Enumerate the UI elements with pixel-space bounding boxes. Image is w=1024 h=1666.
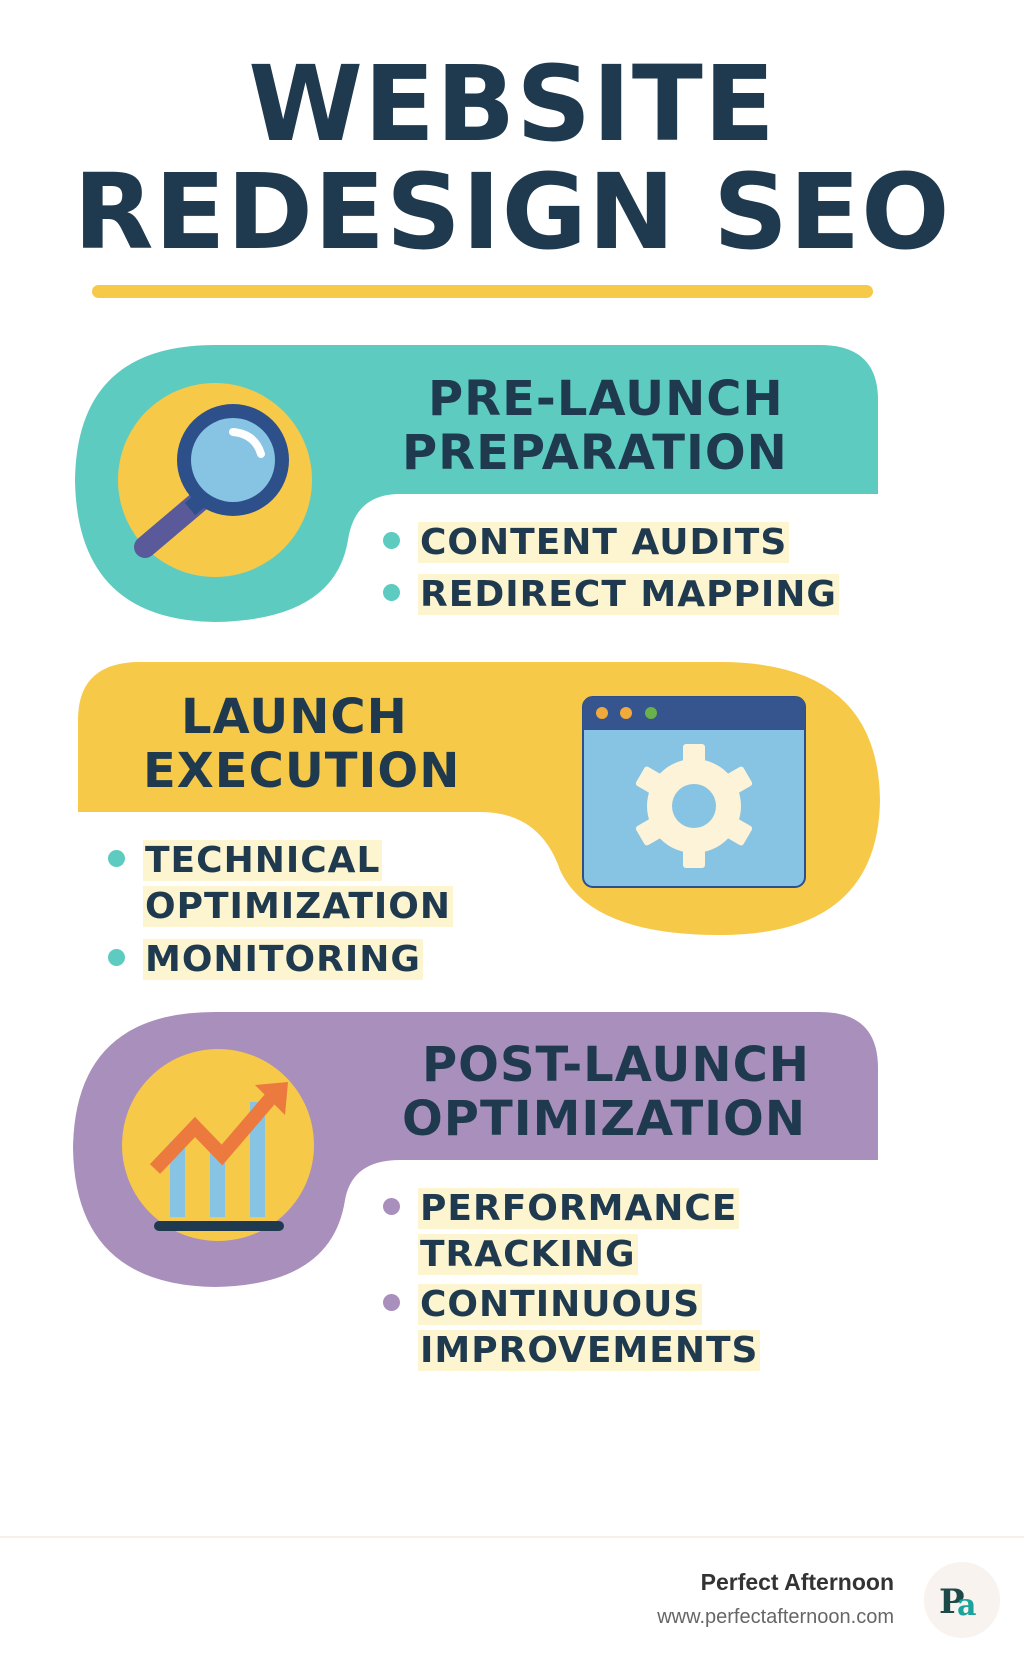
list-item-text: TRACKING [418,1234,638,1275]
svg-text:P: P [939,1582,965,1620]
list-item-text: TECHNICAL [143,840,383,881]
bullet-icon [108,949,125,966]
section-heading: POST-LAUNCH OPTIMIZATION [402,1038,810,1146]
page-title-line-1: WEBSITE [248,43,776,165]
footer-divider [0,1536,1024,1538]
page-title-line-2: REDESIGN SEO [73,151,951,273]
brand-logo-icon: P a [939,1582,976,1620]
section-heading: LAUNCH EXECUTION [143,690,460,798]
list-item: TECHNICAL OPTIMIZATION [108,838,454,930]
list-item-text: CONTINUOUS [418,1284,703,1325]
list-item-text: IMPROVEMENTS [418,1330,761,1371]
list-item: CONTINUOUS IMPROVEMENTS [383,1282,761,1374]
footer-brand: Perfect Afternoon www.perfectafternoon.c… [657,1568,894,1632]
browser-gear-icon [582,696,806,888]
bullet-icon [383,1294,400,1311]
list-item-text: REDIRECT MAPPING [418,574,839,615]
list-item: MONITORING [108,937,423,983]
list-item-text: PERFORMANCE [418,1188,740,1229]
bullet-icon [108,850,125,867]
brand-logo: P a [924,1562,1000,1638]
heading-line-2: EXECUTION [143,743,461,799]
bullet-icon [383,584,400,601]
list-item: PERFORMANCE TRACKING [383,1186,740,1278]
list-item: REDIRECT MAPPING [383,572,839,618]
bullet-icon [383,1198,400,1215]
heading-line-1: PRE-LAUNCH [428,371,784,427]
section-heading: PRE-LAUNCH PREPARATION [402,372,788,480]
list-item: CONTENT AUDITS [383,520,790,566]
brand-url-link[interactable]: www.perfectafternoon.com [657,1606,894,1628]
heading-line-2: PREPARATION [402,425,788,481]
list-item-text: MONITORING [143,939,423,980]
heading-line-1: LAUNCH [181,689,408,745]
heading-line-1: POST-LAUNCH [422,1037,810,1093]
svg-text:a: a [957,1588,976,1620]
brand-name: Perfect Afternoon [700,1569,894,1595]
list-item-text: CONTENT AUDITS [418,522,790,563]
heading-line-2: OPTIMIZATION [402,1091,807,1147]
bullet-icon [383,532,400,549]
growth-chart-icon [122,1049,314,1241]
title-underline-divider [92,285,873,298]
magnifying-glass-icon [118,383,312,577]
list-item-text: OPTIMIZATION [143,886,454,927]
